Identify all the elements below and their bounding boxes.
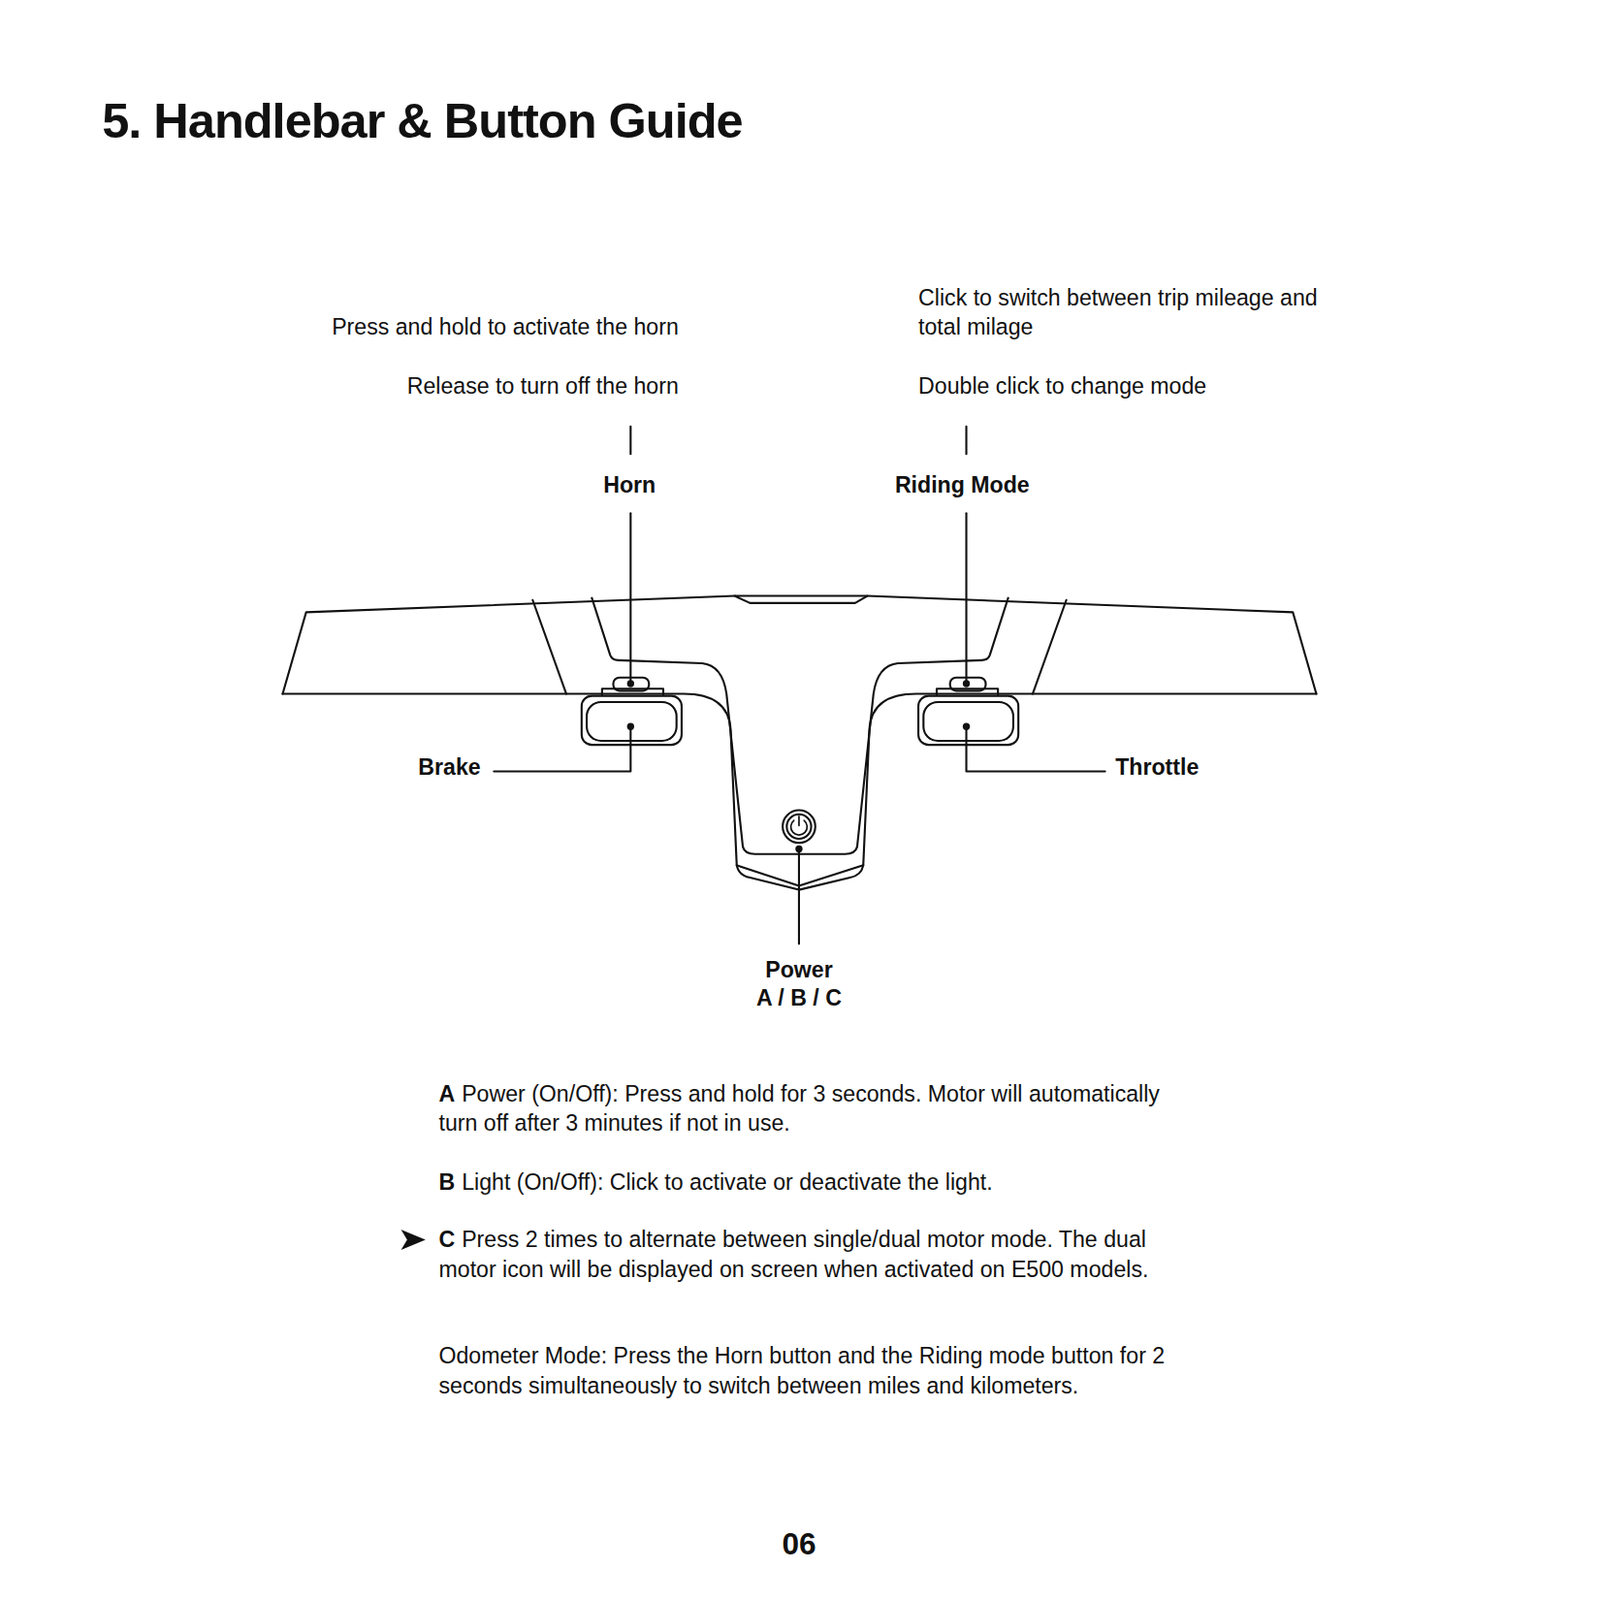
- page-title: 5. Handlebar & Button Guide: [101, 92, 742, 152]
- handlebar-notch: [735, 596, 868, 604]
- instruction-paragraph: CPress 2 times to alternate between sing…: [438, 1224, 1168, 1283]
- pointer-arrow: [401, 1229, 426, 1250]
- part-label: Power: [765, 955, 832, 985]
- leader-dot: [962, 723, 970, 731]
- leader-line: [798, 849, 800, 945]
- throttle-lever-inner: [923, 702, 1014, 741]
- leader-line: [964, 512, 967, 684]
- callout-note: Press and hold to activate the horn: [331, 312, 679, 342]
- callout-note: Click to switch between trip mileage and…: [918, 283, 1357, 342]
- power-icon: [791, 816, 808, 835]
- callout-note: Release to turn off the horn: [407, 371, 679, 401]
- grip-edge: [1032, 600, 1067, 695]
- instruction-text: Odometer Mode: Press the Horn button and…: [438, 1343, 1165, 1398]
- part-label: Horn: [603, 470, 656, 500]
- leader-line: [493, 726, 631, 771]
- power-button-ring: [786, 814, 811, 839]
- leader-dot: [627, 679, 635, 687]
- instruction-paragraph: APower (On/Off): Press and hold for 3 se…: [438, 1079, 1168, 1138]
- step-letter: C: [438, 1226, 455, 1252]
- instruction-text: Press 2 times to alternate between singl…: [438, 1226, 1149, 1281]
- part-label: 06: [781, 1524, 816, 1565]
- leader-line: [629, 426, 632, 454]
- handlebar-outline: [282, 596, 1316, 695]
- throttle-lever: [918, 696, 1019, 746]
- leader-dot: [795, 845, 802, 853]
- power-button: [782, 810, 816, 844]
- step-letter: B: [438, 1169, 455, 1195]
- part-label: A / B / C: [756, 983, 842, 1013]
- leader-dot: [627, 723, 635, 731]
- leader-line: [966, 726, 1106, 771]
- part-label: Brake: [417, 752, 480, 782]
- instruction-text: Light (On/Off): Click to activate or dea…: [461, 1169, 993, 1195]
- leader-line: [964, 426, 967, 454]
- instruction-text: Power (On/Off): Press and hold for 3 sec…: [438, 1081, 1159, 1136]
- step-letter: A: [438, 1081, 455, 1107]
- part-label: Throttle: [1115, 752, 1199, 782]
- part-label: Riding Mode: [895, 470, 1030, 500]
- grip-edge: [532, 600, 567, 695]
- instruction-paragraph: Odometer Mode: Press the Horn button and…: [438, 1341, 1168, 1400]
- callout-note: Double click to change mode: [918, 371, 1207, 401]
- instruction-paragraph: BLight (On/Off): Click to activate or de…: [438, 1167, 1168, 1197]
- leader-line: [629, 512, 632, 684]
- leader-dot: [962, 679, 970, 687]
